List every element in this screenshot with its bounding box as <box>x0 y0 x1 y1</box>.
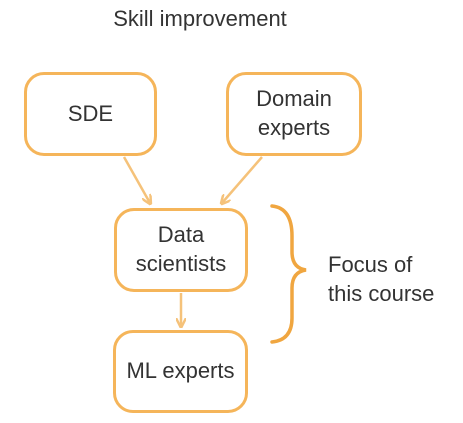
node-sde: SDE <box>24 72 157 156</box>
focus-annotation: Focus of this course <box>328 252 435 306</box>
node-data-scientists: Data scientists <box>114 208 248 292</box>
arrow-domain-to-data-scientists <box>222 156 263 203</box>
node-domain-experts: Domain experts <box>226 72 362 156</box>
node-ml-experts: ML experts <box>113 330 248 413</box>
node-ml-experts-label: ML experts <box>126 358 235 384</box>
node-sde-label: SDE <box>67 100 114 126</box>
node-domain-experts-label: Domain experts <box>256 86 332 140</box>
diagram-title: Skill improvement <box>113 6 287 31</box>
arrow-sde-to-data-scientists <box>122 156 150 203</box>
focus-brace <box>270 204 307 344</box>
node-data-scientists-label: Data scientists <box>135 222 227 276</box>
